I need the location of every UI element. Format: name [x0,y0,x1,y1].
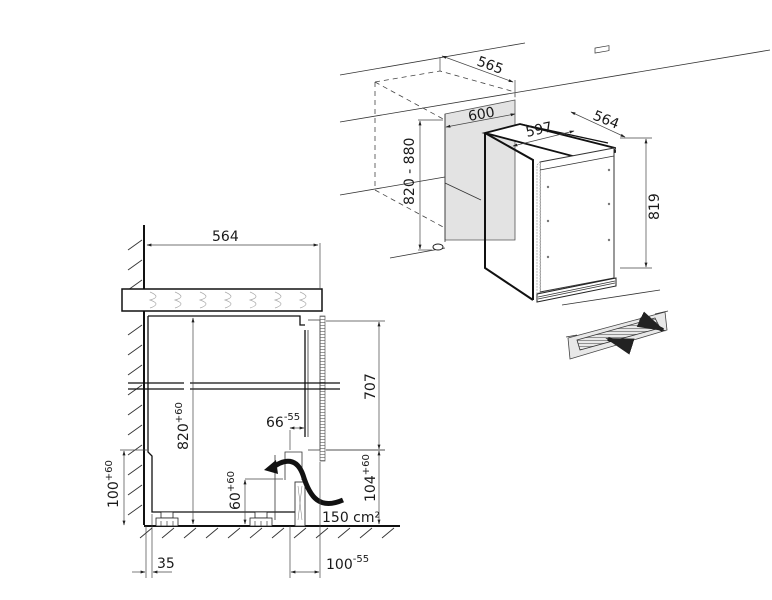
isometric-view: 565 600 820 - 880 [339,42,771,303]
plinth-setback-label: 100-55 [326,554,369,573]
worktop-depth-label: 564 [212,229,239,245]
door-height-label: 707 [363,373,379,400]
wall-gap-label: 35 [157,556,175,572]
niche-depth-label: 565 [475,54,506,78]
adjustable-foot [432,243,444,251]
niche-height-label: 820 - 880 [402,138,418,205]
vent-height-label: 104+60 [361,454,379,502]
airflow-arrow [270,458,344,507]
foot-height-label: 60+60 [226,471,244,510]
niche-width-label: 600 [467,105,496,125]
air-in-arrow [605,337,635,355]
appliance-depth-label: 564 [591,108,622,133]
door-offset-label: 66-55 [266,412,300,431]
ventilation-grille-view [561,289,669,360]
worktop [121,288,323,312]
front-foot [155,511,179,527]
appliance-width-label: 597 [524,119,554,141]
refrigerator-appliance [481,45,617,303]
appliance-height-label: 819 [647,193,663,220]
vent-area-label: 150 cm² [322,510,380,526]
air-out-arrow [636,311,666,332]
niche-height-label: 820+60 [174,402,192,450]
plinth-height-label: 100+60 [104,460,122,508]
rear-foot [249,511,273,527]
side-section-view: 564 [104,225,400,578]
